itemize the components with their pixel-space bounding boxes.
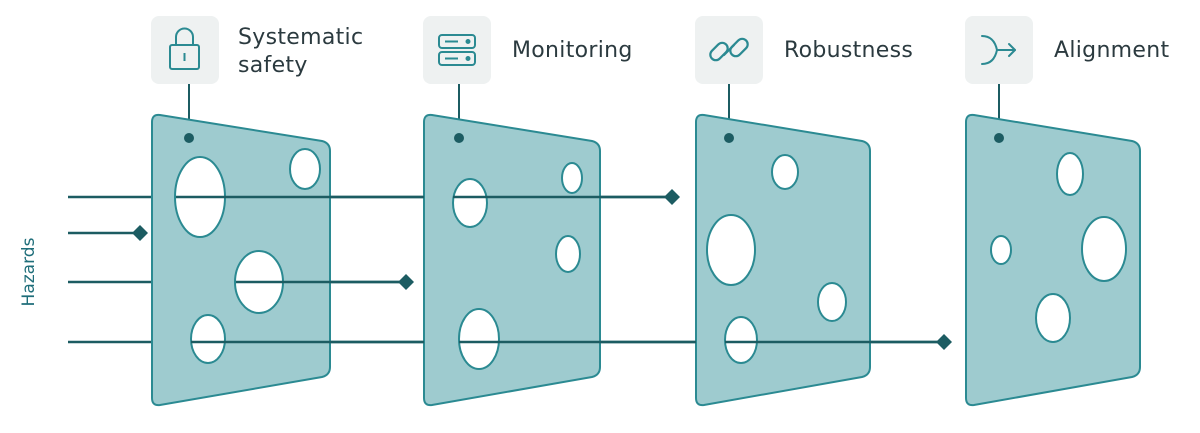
slice-3 [695,113,871,407]
diamond-marker [936,334,952,350]
server-icon [438,34,476,66]
layer-title: Monitoring [512,38,633,63]
link-icon [709,37,749,62]
layer-title-line-2: safety [238,53,308,78]
icon-tile [151,16,219,84]
hazard-endpoints [132,189,952,350]
lock-icon [169,27,200,70]
layer-robustness: Robustness [695,16,913,136]
hazards-label: Hazards [19,237,39,306]
layer-title: Alignment [1054,38,1169,63]
slice-1 [151,113,331,407]
icon-tile [423,16,491,84]
hazard-lines-through [176,195,944,344]
layer-title: Systematic [238,25,363,50]
layer-monitoring: Monitoring [423,16,633,136]
diamond-marker [664,189,680,205]
diamond-marker [398,274,414,290]
slice-2 [423,113,601,407]
merge-arrow-icon [981,35,1016,65]
slice-4 [965,113,1141,407]
layer-title: Robustness [784,38,913,63]
layer-systematic-safety: Systematic safety [151,16,363,136]
diamond-marker [132,225,148,241]
layer-alignment: Alignment [965,16,1169,136]
